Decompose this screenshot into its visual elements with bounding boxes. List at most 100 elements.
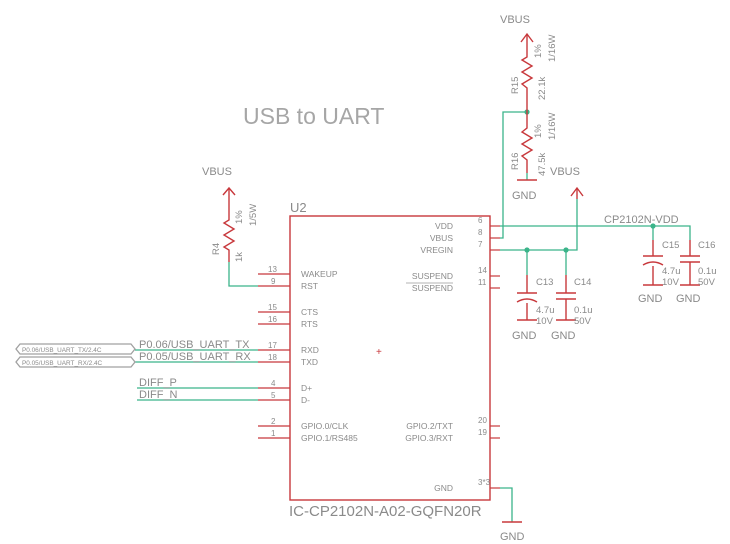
resistor-ref: R15	[510, 77, 521, 94]
pin-num: 5	[271, 391, 276, 400]
port-label: P0.05/USB_UART_RX/2.4C	[22, 360, 103, 367]
pin-num: 4	[271, 379, 276, 388]
resistor-ref: R16	[510, 153, 521, 170]
gnd-symbol-c15: GND	[638, 266, 663, 305]
chip-part-number: IC-CP2102N-A02-GQFN20R	[289, 503, 482, 520]
pin-num: 17	[268, 341, 277, 350]
gnd-label: GND	[512, 190, 537, 202]
pin-num: 16	[268, 315, 277, 324]
capacitor-c15: C15 4.7u 10V	[642, 240, 681, 288]
resistor-ref: R4	[211, 243, 222, 255]
pin-name-rxd: RXD	[301, 345, 319, 355]
capacitor-voltage: 50V	[698, 277, 716, 288]
vbus-label: VBUS	[500, 14, 530, 26]
pin-num: 7	[478, 240, 483, 249]
capacitor-c13: C13 4.7u 10V	[516, 275, 555, 327]
pin-num: 19	[478, 428, 487, 437]
resistor-tolerance: 1%	[533, 44, 544, 58]
resistor-value: 47.5k	[537, 153, 548, 176]
port-uart-tx: P0.06/USB_UART_TX/2.4C	[15, 343, 136, 355]
pin-name-suspend-n: SUSPEND	[412, 283, 453, 293]
pin-num: 18	[268, 353, 277, 362]
capacitor-ref: C15	[662, 240, 679, 251]
capacitor-ref: C16	[698, 240, 715, 251]
net-label-uart-rx: P0.05/USB_UART_RX	[139, 351, 251, 363]
capacitor-voltage: 50V	[574, 316, 592, 327]
resistor-value: 1k	[234, 252, 245, 262]
capacitor-ref: C13	[536, 277, 553, 288]
net-label-uart-tx: P0.06/USB_UART_TX	[139, 339, 250, 351]
vbus-symbol-r15: VBUS	[500, 14, 534, 50]
resistor-value: 22.1k	[537, 77, 548, 100]
pin-name-gpio3: GPIO.3/RXT	[405, 433, 453, 443]
pin-num: 11	[478, 278, 487, 287]
pin-name-wakeup: WAKEUP	[301, 269, 338, 279]
pin-name-vregin: VREGIN	[420, 245, 453, 255]
capacitor-c14: C14 0.1u 50V	[556, 275, 593, 327]
vbus-label: VBUS	[202, 166, 232, 178]
gnd-symbol-c16: GND	[676, 266, 701, 305]
pin-num: 15	[268, 303, 277, 312]
chip-ref: U2	[290, 200, 307, 215]
capacitor-voltage: 10V	[536, 316, 554, 327]
capacitor-value: 0.1u	[698, 266, 717, 277]
resistor-r4: R4 1% 1/5W 1k	[211, 204, 259, 262]
capacitor-voltage: 10V	[662, 277, 680, 288]
pin-num: 9	[271, 277, 276, 286]
pin-name-gpio2: GPIO.2/TXT	[406, 421, 453, 431]
port-label: P0.06/USB_UART_TX/2.4C	[22, 347, 102, 354]
capacitor-c16: C16 0.1u 50V	[680, 240, 717, 288]
pin-num: 2	[271, 417, 276, 426]
pin-name-vdd: VDD	[435, 221, 453, 231]
junctions	[524, 109, 656, 253]
pin-name-gpio0: GPIO.0/CLK	[301, 421, 349, 431]
vbus-symbol-r4: VBUS	[202, 166, 236, 210]
pin-num: 8	[478, 228, 483, 237]
pin-num: 14	[478, 266, 487, 275]
net-label-vdd: CP2102N-VDD	[604, 214, 679, 226]
gnd-symbol-chip: GND	[500, 521, 525, 543]
vbus-label: VBUS	[550, 166, 580, 178]
gnd-symbol-c14: GND	[551, 303, 576, 342]
pin-name-cts: CTS	[301, 307, 318, 317]
resistor-tolerance: 1%	[234, 210, 245, 224]
pin-num: 20	[478, 416, 487, 425]
pin-name-suspend: SUSPEND	[412, 271, 453, 281]
pin-name-gnd: GND	[434, 483, 453, 493]
capacitor-value: 4.7u	[662, 266, 681, 277]
resistor-r15: R15 1% 1/16W 22.1k	[510, 35, 558, 112]
wires	[135, 111, 691, 522]
pin-name-dminus: D-	[301, 395, 310, 405]
pin-num: 3*3	[478, 478, 491, 487]
resistor-power: 1/16W	[547, 113, 558, 140]
gnd-label: GND	[512, 330, 537, 342]
gnd-symbol-c13: GND	[512, 303, 537, 342]
capacitor-value: 0.1u	[574, 305, 593, 316]
port-uart-rx: P0.05/USB_UART_RX/2.4C	[15, 356, 136, 368]
pin-name-rst: RST	[301, 281, 318, 291]
resistor-tolerance: 1%	[533, 124, 544, 138]
capacitor-value: 4.7u	[536, 305, 555, 316]
sheet-title: USB to UART	[243, 103, 384, 129]
gnd-label: GND	[638, 293, 663, 305]
vbus-symbol-vregin: VBUS	[550, 166, 584, 199]
net-label-diff-p: DIFF_P	[139, 377, 177, 389]
resistor-r16: R16 1% 1/16W 47.5k	[510, 112, 558, 176]
gnd-label: GND	[551, 330, 576, 342]
capacitor-ref: C14	[574, 277, 591, 288]
pin-name-vbus: VBUS	[430, 233, 453, 243]
pin-num: 1	[271, 429, 276, 438]
pin-name-txd: TXD	[301, 357, 318, 367]
chip-origin-mark: +	[376, 347, 382, 358]
net-label-diff-n: DIFF_N	[139, 389, 178, 401]
gnd-label: GND	[676, 293, 701, 305]
pin-name-gpio1: GPIO.1/RS485	[301, 433, 358, 443]
pin-num: 6	[478, 216, 483, 225]
gnd-symbol-r16: GND	[512, 179, 537, 202]
chip-body	[289, 215, 491, 501]
pin-name-rts: RTS	[301, 319, 318, 329]
pin-num: 13	[268, 265, 277, 274]
resistor-power: 1/5W	[248, 204, 259, 226]
chip-u2: U2 IC-CP2102N-A02-GQFN20R + 13 9 15 16 1…	[258, 200, 500, 520]
